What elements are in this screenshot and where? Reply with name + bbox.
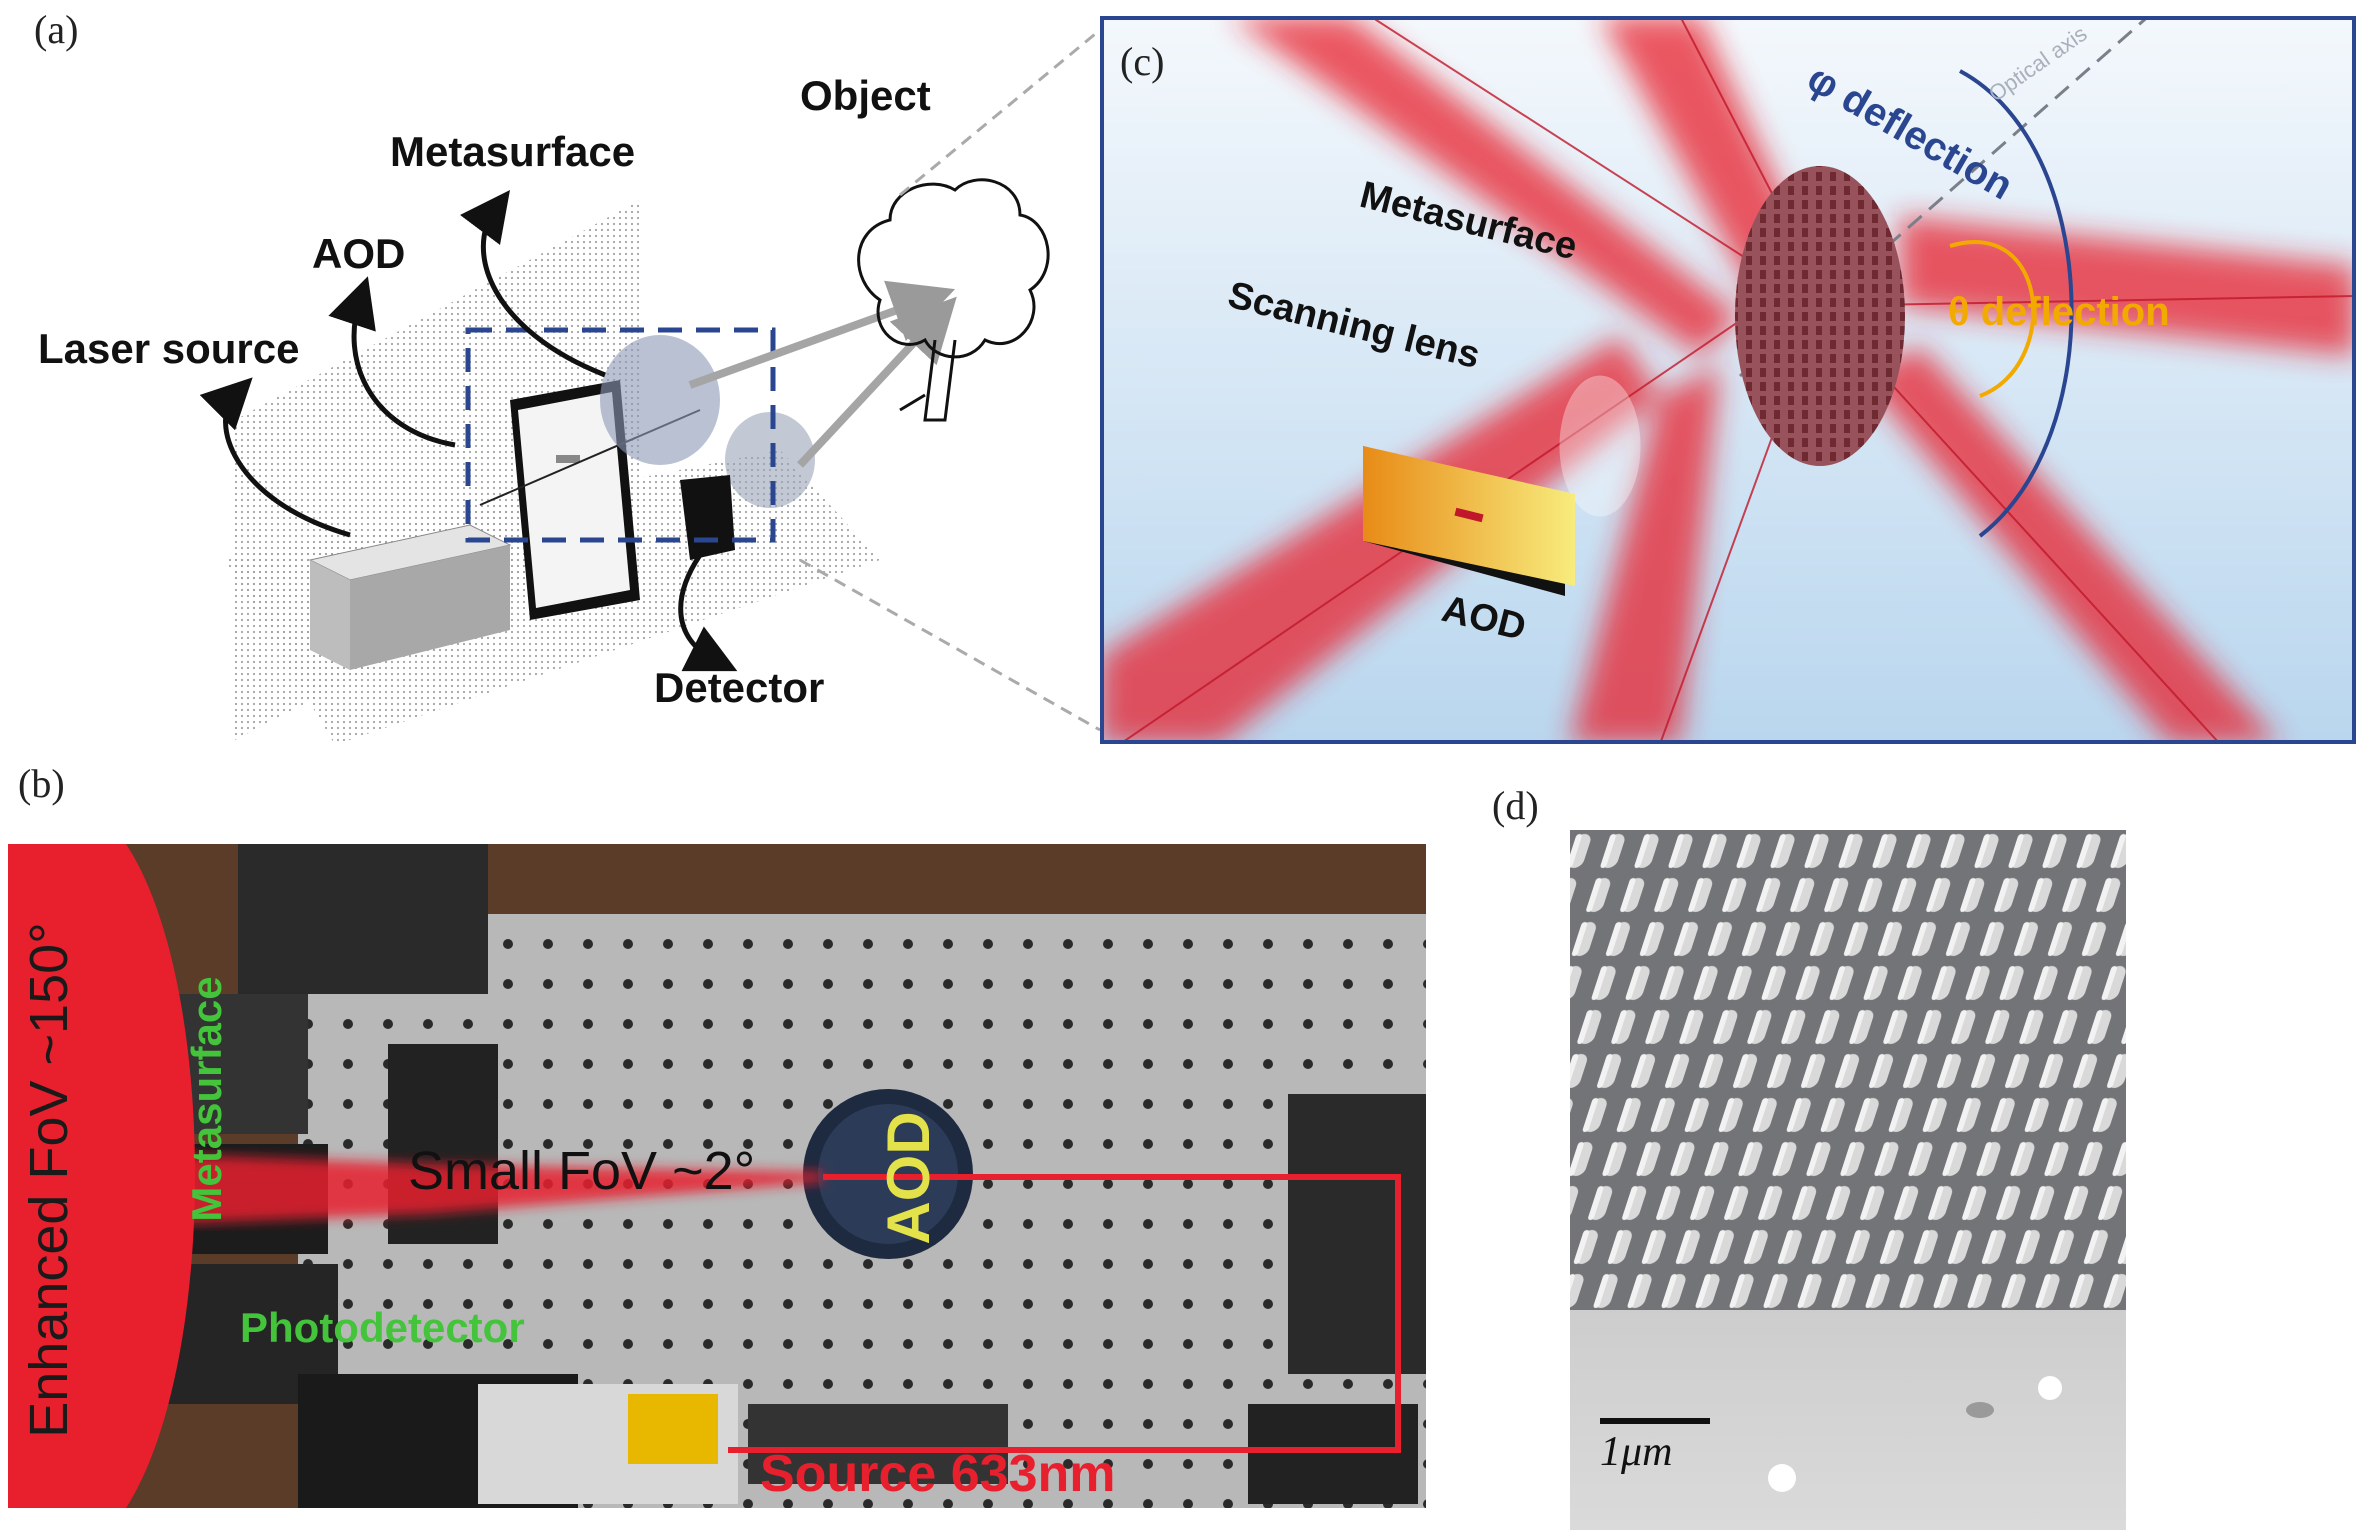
label-object: Object [800,72,931,119]
label-photodetector: Photodetector [240,1304,525,1351]
label-aod-a: AOD [312,230,406,277]
panel-c-illustration [1100,4,2357,745]
enhanced-fov-fan [8,844,195,1508]
panel-label-d: (d) [1492,783,1539,828]
aod-face [518,392,630,608]
panel-label-c: (c) [1120,39,1165,84]
phi-arc [1959,69,2074,538]
label-small-fov: Small FoV ~2° [408,1141,756,1201]
panel-d-illustration [1570,830,2126,1530]
theta-arc [1949,240,2036,398]
panel-label-b: (b) [18,761,65,806]
panel-d-sem: 1μm [1570,830,2126,1530]
label-laser-source: Laser source [38,325,300,372]
label-metasurface-b: Metasurface [183,976,230,1222]
metasurface-disc [1735,166,1905,466]
laser-box-side [350,545,510,670]
object-tree [857,178,1050,422]
label-metasurface-a: Metasurface [390,128,636,175]
panel-b-scene [8,844,1426,1508]
label-detector: Detector [654,664,825,711]
laser-box-front [310,560,350,670]
panel-label-a: (a) [34,7,79,52]
metasurface-lens [600,335,720,465]
label-enhanced-fov: Enhanced FoV ~150° [19,922,79,1438]
panel-a-schematic [199,28,1100,745]
detector-lens [725,412,815,508]
detector-block [680,475,735,560]
scale-bar-line [1600,1418,1710,1424]
panel-b-photo: Enhanced FoV ~150° Metasurface Photodete… [8,844,1426,1508]
label-theta-deflection: θ deflection [1948,290,2170,334]
panel-c: (c) Metasurface Scanning lens AOD φ defl… [1100,4,2357,745]
label-source-633: Source 633nm [760,1445,1116,1503]
label-aod-b: AOD [875,1111,942,1245]
zoom-box [465,327,776,543]
scanning-lens [1559,375,1641,517]
aod-device [1363,446,1575,596]
beam-path [728,1174,1401,1453]
scale-bar-label: 1μm [1600,1429,1673,1475]
